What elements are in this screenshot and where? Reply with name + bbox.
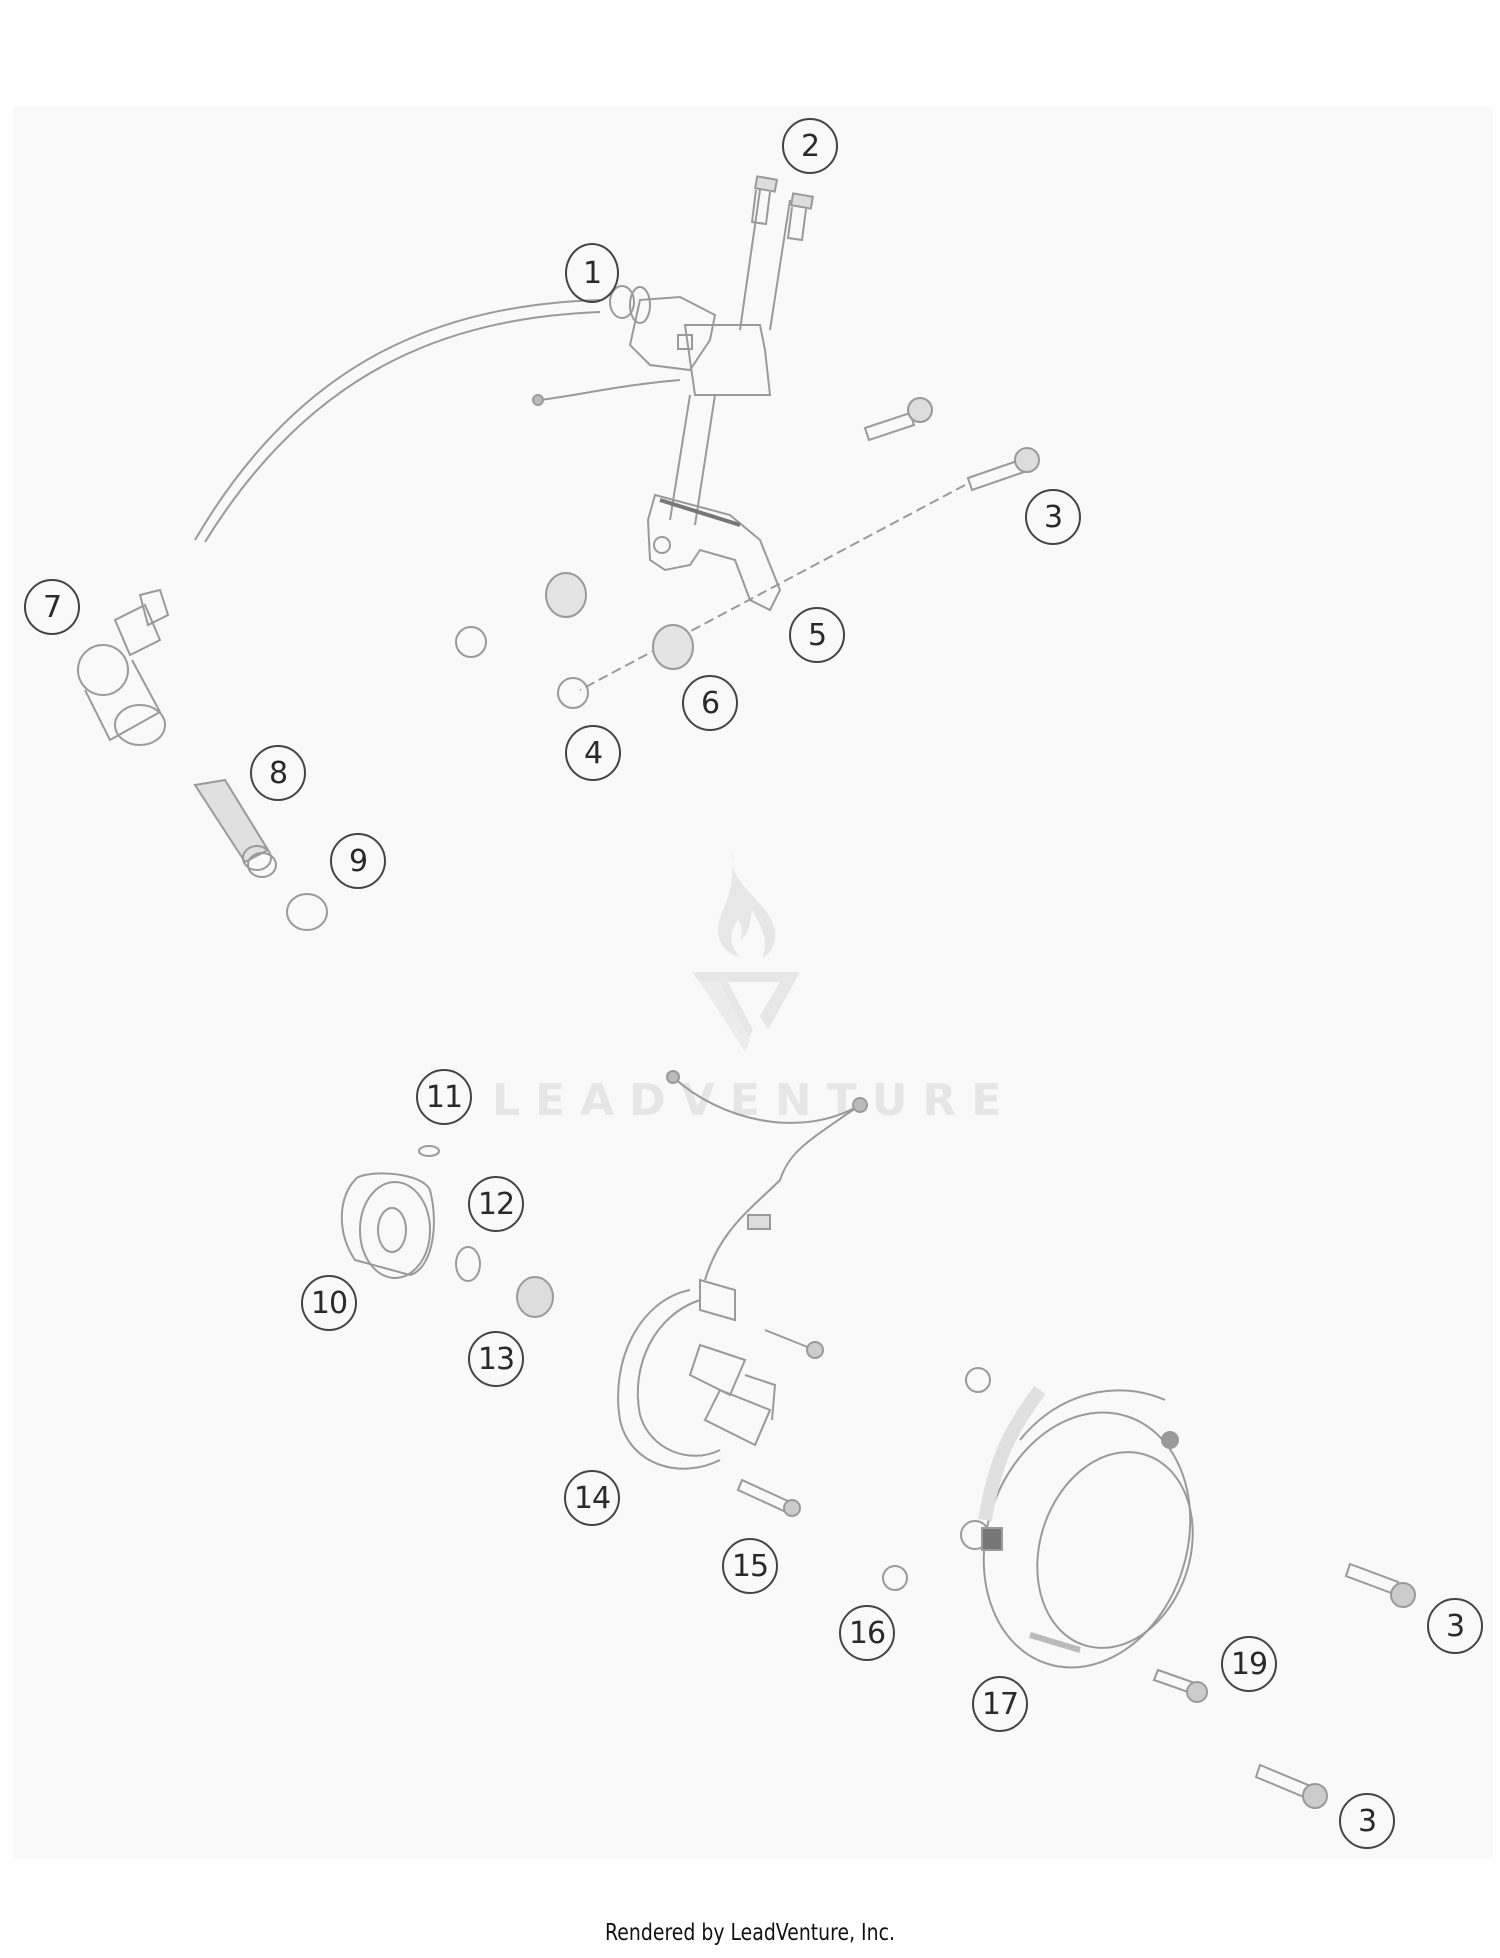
screw-15-part — [736, 1478, 801, 1517]
callout-2[interactable]: 2 — [782, 118, 838, 174]
rotor-part — [340, 1172, 435, 1279]
callout-13[interactable]: 13 — [468, 1331, 524, 1387]
ignition-cover-part — [960, 1385, 1194, 1669]
bracket-part — [646, 493, 782, 612]
footer-credit: Rendered by LeadVenture, Inc. — [605, 1920, 895, 1946]
callout-3-bottom[interactable]: 3 — [1339, 1793, 1395, 1849]
callout-17[interactable]: 17 — [972, 1676, 1028, 1732]
spark-plug-part — [193, 778, 277, 878]
flame-v-logo-icon — [692, 852, 800, 1052]
woodruff-key-part — [418, 1145, 440, 1157]
seal-ring-part — [286, 893, 328, 931]
bushing-part — [455, 572, 694, 709]
callout-6[interactable]: 6 — [682, 675, 738, 731]
callout-10[interactable]: 10 — [301, 1275, 357, 1331]
stator-part — [617, 1070, 868, 1470]
callout-11[interactable]: 11 — [416, 1069, 472, 1125]
screw-19-part — [1152, 1668, 1208, 1703]
spark-plug-connector-part — [77, 588, 170, 746]
callout-12[interactable]: 12 — [468, 1176, 524, 1232]
callout-4[interactable]: 4 — [565, 725, 621, 781]
dowel-part — [882, 1565, 908, 1591]
callout-7[interactable]: 7 — [24, 579, 80, 635]
callout-3[interactable]: 3 — [1025, 489, 1081, 545]
callout-1[interactable]: 1 — [565, 243, 619, 303]
callout-19[interactable]: 19 — [1221, 1636, 1277, 1692]
callout-14[interactable]: 14 — [564, 1470, 620, 1526]
callout-9[interactable]: 9 — [330, 833, 386, 889]
washer-part — [455, 1246, 481, 1282]
bolt-3-lower-part — [1254, 1562, 1416, 1809]
dowel-part — [965, 1367, 991, 1393]
nut-part — [516, 1276, 554, 1318]
ignition-coil-part — [194, 189, 791, 543]
callout-3-lower-right[interactable]: 3 — [1427, 1598, 1483, 1654]
callout-5[interactable]: 5 — [789, 607, 845, 663]
callout-8[interactable]: 8 — [250, 745, 306, 801]
callout-16[interactable]: 16 — [839, 1605, 895, 1661]
bolt-3-part — [579, 397, 1040, 691]
bolt-2-part — [750, 175, 815, 242]
callout-15[interactable]: 15 — [722, 1538, 778, 1594]
